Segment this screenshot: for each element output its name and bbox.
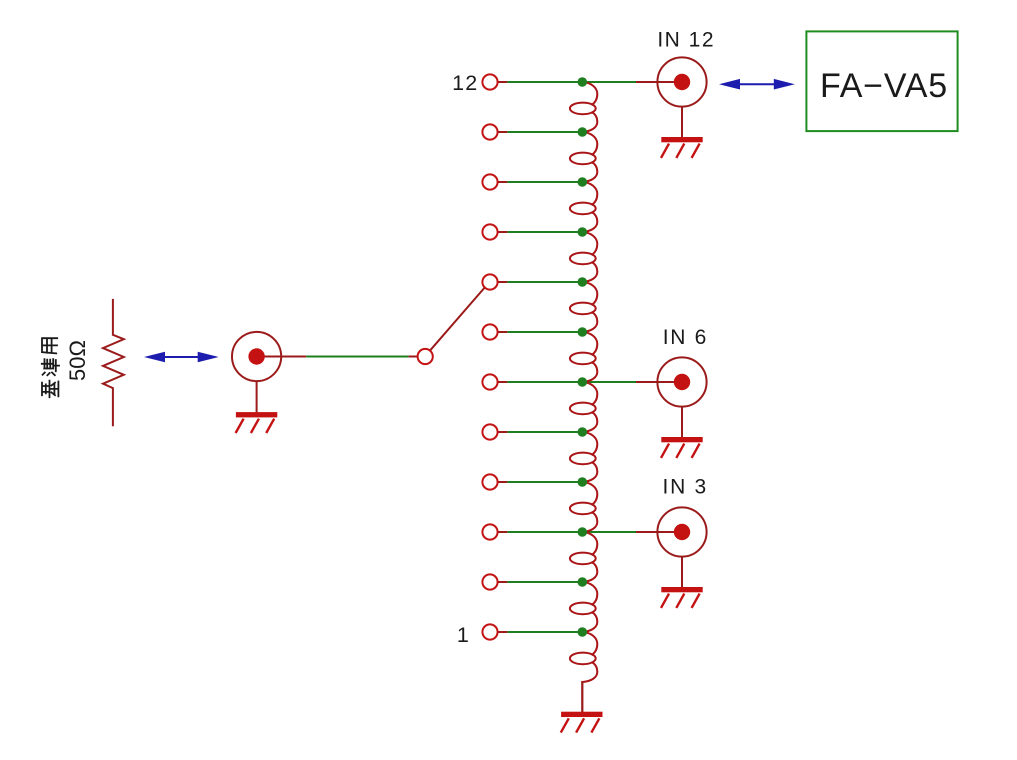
svg-text:FA−VA5: FA−VA5 <box>820 67 948 105</box>
svg-text:IN 6: IN 6 <box>663 326 708 349</box>
svg-text:1: 1 <box>457 623 470 647</box>
svg-text:IN 3: IN 3 <box>663 476 708 499</box>
svg-text:IN 12: IN 12 <box>657 29 715 52</box>
svg-text:50Ω: 50Ω <box>65 340 90 381</box>
svg-text:12: 12 <box>452 71 478 95</box>
